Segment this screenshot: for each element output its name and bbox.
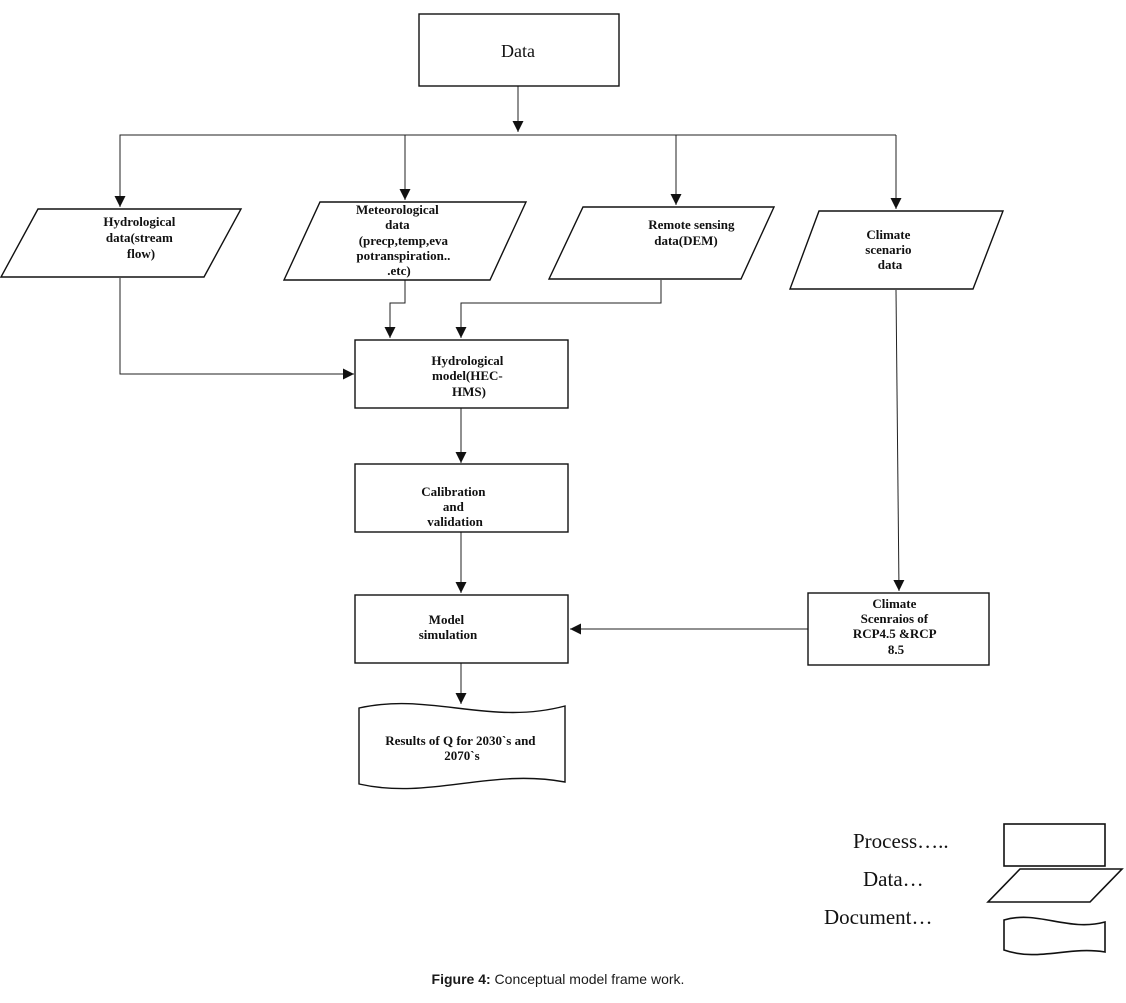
legend-process-label: Process….. — [853, 829, 949, 853]
legend-data-label: Data… — [863, 867, 924, 891]
meteorological-data-label: Meteorological data (precp,temp,eva potr… — [356, 202, 454, 278]
calibration-validation-label: Calibration and validation — [421, 484, 489, 529]
meteorological-data-parallelogram — [282, 201, 528, 281]
data-node-label: Data — [501, 41, 535, 61]
caption-label: Figure 4: — [431, 971, 491, 987]
hydrological-data-label: Hydrological data(stream flow) — [103, 214, 178, 261]
climate-scenario-data-label: Climate scenario data — [865, 227, 914, 272]
hydrological-model-label: Hydrological model(HEC- HMS) — [431, 353, 506, 399]
legend-document-symbol — [1003, 916, 1106, 956]
climate-scenarios-rcp-label: Climate Scenraios of RCP4.5 &RCP 8.5 — [853, 596, 939, 657]
arrow-remote-data-to-model — [455, 280, 662, 338]
results-label: Results of Q for 2030`s and 2070`s — [385, 733, 539, 763]
legend-document-label: Document… — [824, 905, 932, 929]
hydrological-model-box — [354, 339, 569, 409]
model-simulation-label: Model simulation — [419, 612, 478, 642]
arrow-climate-data-to-scenarios — [893, 289, 905, 592]
climate-scenario-data-parallelogram — [788, 210, 1005, 290]
branch-line — [119, 134, 896, 136]
data-process-box — [418, 13, 620, 87]
remote-sensing-data-parallelogram — [547, 206, 776, 280]
model-simulation-box — [354, 594, 569, 664]
connectors — [114, 86, 905, 704]
legend-data-symbol — [986, 868, 1124, 903]
remote-sensing-data-label: Remote sensing data(DEM) — [648, 217, 738, 248]
climate-scenarios-rcp-box — [807, 592, 990, 666]
figure-caption: Figure 4: Conceptual model frame work. — [0, 971, 1116, 987]
legend-process-symbol — [1003, 823, 1106, 867]
hydrological-data-parallelogram — [0, 208, 243, 278]
arrow-meteo-data-to-model — [384, 280, 406, 338]
calibration-validation-box — [354, 463, 569, 533]
legend: Process….. Data… Document… — [824, 823, 1124, 956]
caption-text: Conceptual model frame work. — [490, 971, 685, 987]
arrow-hydro-data-to-model — [119, 278, 354, 380]
results-document-shape — [358, 702, 566, 790]
